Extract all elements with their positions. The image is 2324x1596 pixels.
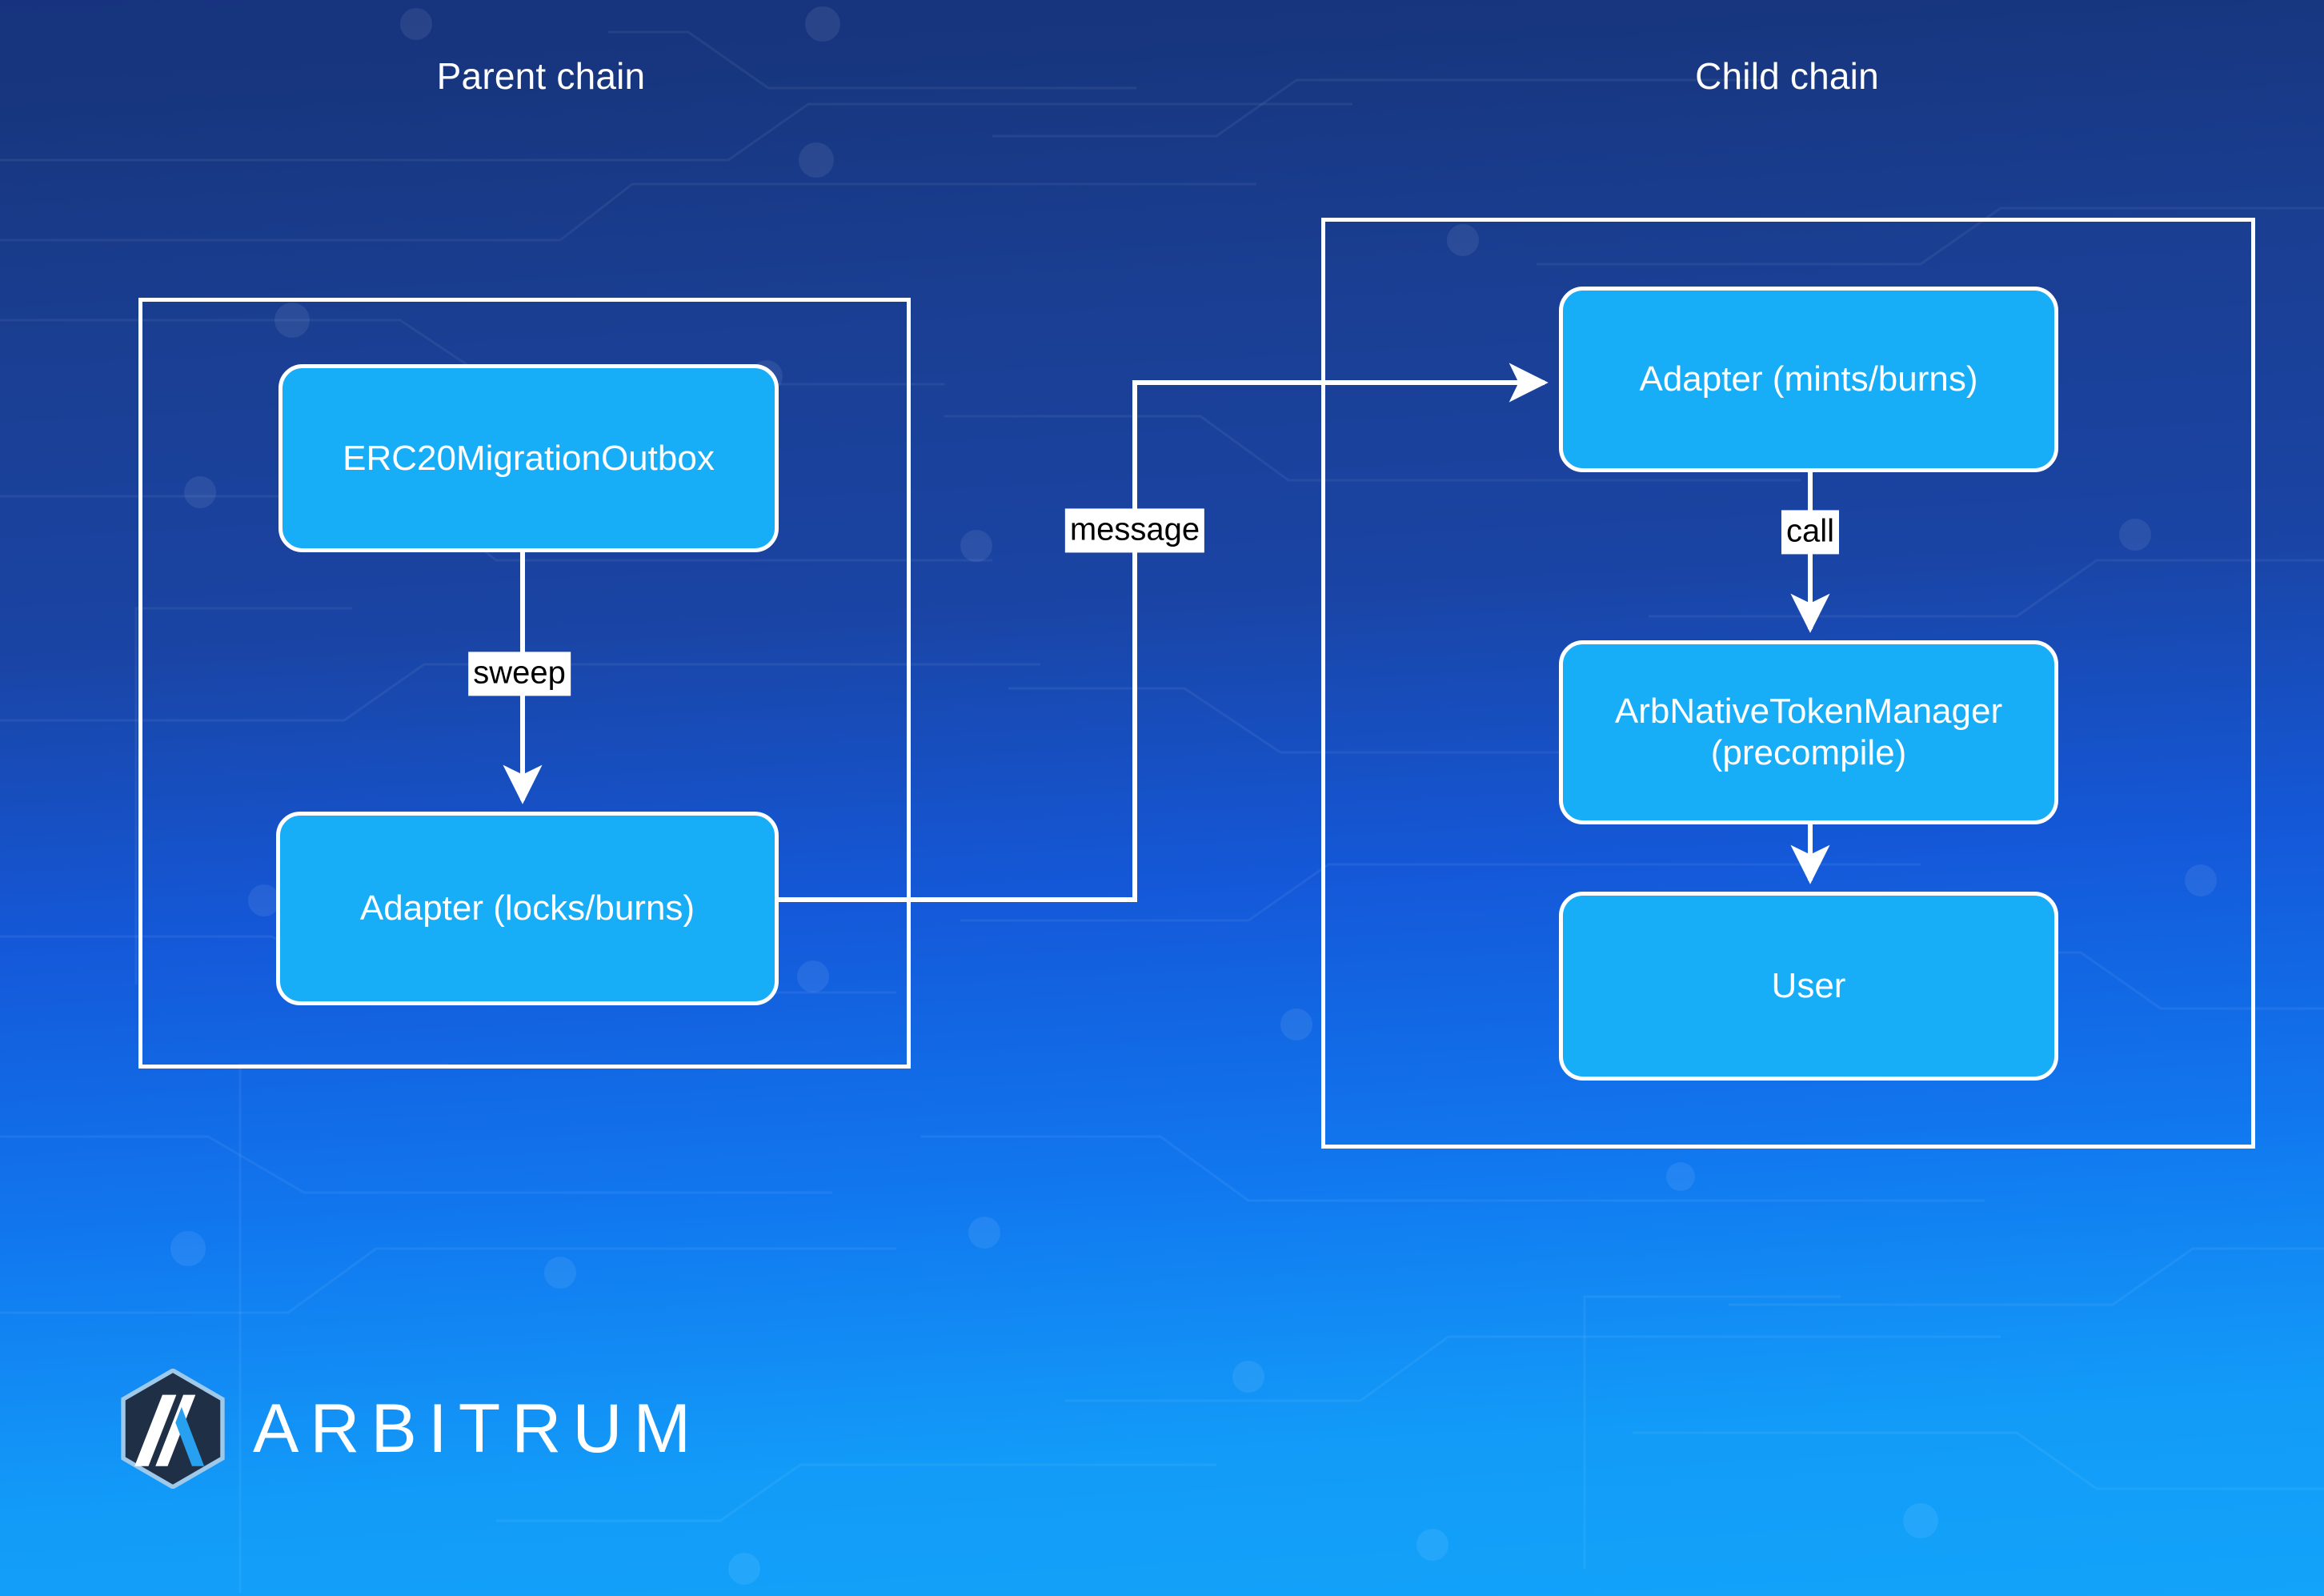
- node-label: Adapter (mints/burns): [1639, 359, 1978, 399]
- node-label: ERC20MigrationOutbox: [343, 438, 715, 478]
- node-label: Adapter (locks/burns): [359, 888, 695, 928]
- edge-label-sweep: sweep: [468, 652, 571, 696]
- node-label: ArbNativeTokenManager: [1614, 692, 2003, 732]
- parent-chain-title: Parent chain: [436, 55, 646, 97]
- node-erc20-migration-outbox[interactable]: ERC20MigrationOutbox: [278, 364, 779, 552]
- node-label-secondary: (precompile): [1710, 733, 1907, 772]
- arbitrum-wordmark: ARBITRUM: [253, 1389, 703, 1467]
- node-adapter-mints-burns[interactable]: Adapter (mints/burns): [1559, 287, 2058, 472]
- node-adapter-locks-burns[interactable]: Adapter (locks/burns): [276, 812, 779, 1005]
- node-arb-native-token-manager[interactable]: ArbNativeTokenManager (precompile): [1559, 640, 2058, 824]
- edge-label-call: call: [1781, 510, 1840, 555]
- node-label: User: [1771, 966, 1846, 1006]
- arbitrum-branding: ARBITRUM: [120, 1369, 702, 1489]
- edge-label-message: message: [1064, 508, 1205, 553]
- node-user[interactable]: User: [1559, 892, 2058, 1081]
- child-chain-title: Child chain: [1695, 55, 1879, 97]
- arbitrum-hexagon-logo-icon: [121, 1369, 225, 1489]
